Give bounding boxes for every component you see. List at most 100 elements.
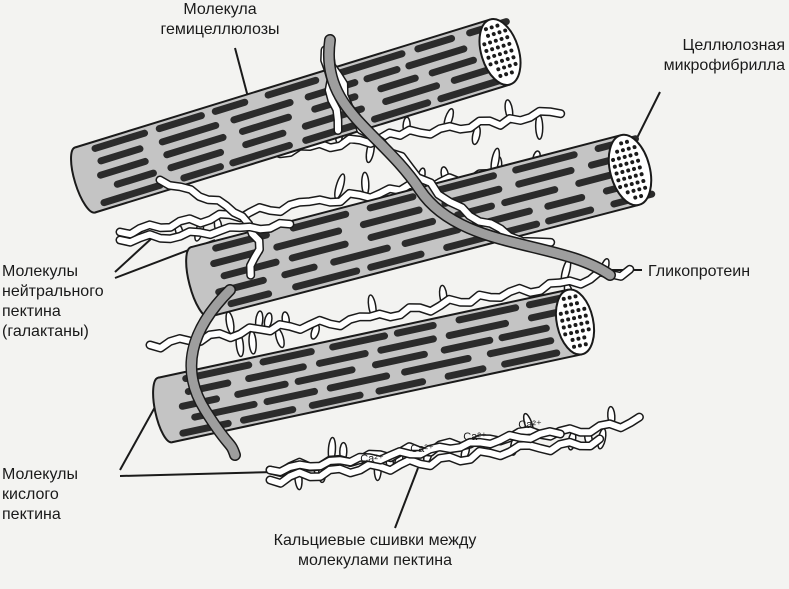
cellulose-microfibril-2-chain [544, 193, 586, 210]
cellulose-microfibril-2-chain-dot [637, 187, 642, 192]
cellulose-microfibril-1-chain-dot [490, 47, 495, 52]
cellulose-microfibril-3-chain-dot [577, 314, 582, 319]
cellulose-microfibril-1-chain-dot [495, 23, 500, 28]
cellulose-microfibril-2-chain-dot [626, 168, 631, 173]
cellulose-microfibril-2-chain [575, 171, 616, 187]
cellulose-microfibril-2-chain-dot [632, 145, 637, 150]
cellulose-microfibril-1-top-edge [74, 18, 491, 149]
cellulose-microfibril-2-chain-dot [636, 158, 641, 163]
cellulose-microfibril-2-chain [330, 244, 391, 266]
cellulose-microfibril-1-chain [371, 99, 432, 123]
cellulose-microfibril-2-chain-dot [639, 172, 644, 177]
neutral-pectin-label-line-2: нейтрального [2, 283, 104, 300]
cellulose-microfibril-3-chain-dot [563, 332, 568, 337]
cellulose-microfibril-1-chain-dot [484, 48, 489, 53]
cellulose-microfibril-2-chain [401, 226, 462, 247]
cellulose-microfibril-2-chain [288, 240, 349, 262]
glycoprotein-strand-core [324, 35, 615, 280]
cellulose-microfibril-3-chain-dot [566, 317, 571, 322]
cellulose-microfibril-1-chain-dot [497, 30, 502, 35]
cellulose-microfibril-3-chain [440, 336, 494, 354]
cellulose-microfibril-1-chain [382, 82, 441, 106]
cellulose-microfibril-2-body [185, 133, 656, 318]
cellulose-microfibril-2-chain-dot [634, 151, 639, 156]
cellulose-microfibril-3-chain [375, 378, 427, 395]
cellulose-microfibril-2-chain-dot [624, 161, 629, 166]
cellulose-microfibril-1-chain-dot [494, 60, 499, 65]
cellulose-microfibril-3-chain-dot [573, 294, 578, 299]
neutral-pectin-strand-front-core [117, 220, 293, 246]
cellulose-microfibril-3-chain-dot [572, 344, 577, 349]
cellulose-microfibril-1-chain [211, 98, 249, 115]
cellulose-microfibril-3-chain-dot [564, 310, 569, 315]
cellulose-microfibril-3-chain [234, 380, 289, 398]
cellulose-microfibril-3-chain-dot [576, 336, 581, 341]
cellulose-microfibril-2-chain-dot [618, 185, 623, 190]
cellulose-microfibril-3-chain [444, 365, 487, 380]
hemicellulose-label-line-1: Молекула [183, 1, 257, 18]
cellulose-microfibril-2-chain [367, 250, 425, 271]
cellulose-microfibril-1-chain-dot [482, 42, 487, 47]
cellulose-microfibril-1-chain [155, 112, 205, 133]
cellulose-microfibril-3-chain-dot [585, 320, 590, 325]
cellulose-microfibril-2-chain-dot [625, 190, 630, 195]
cellulose-microfibril-3-chain [329, 332, 389, 351]
neutral-pectin-label-line-1: Молекулы [2, 263, 78, 280]
acidic-pectin-label-line-1: Молекулы [2, 466, 78, 483]
cellulose-microfibril-2-chain [545, 206, 595, 225]
glycoprotein-strand [322, 34, 616, 281]
cellulose-microfibril-2-chain [292, 267, 361, 291]
cellulose-microfibril-3-chain [455, 304, 520, 324]
cellulose-microfibril-3-chain-dot [563, 303, 568, 308]
acidic-pectin-label-line-3: пектина [2, 506, 61, 523]
cellulose-microfibril-1-chain-dot [504, 72, 509, 77]
cellulose-microfibril-3-chain [245, 363, 307, 383]
cellulose-microfibril-2-chain [227, 290, 273, 308]
cellulose-microfibril-3-chain-dot [582, 335, 587, 340]
cellulose-microfibril-3-chain [239, 406, 297, 424]
cellulose-microfibril-1-chain-dot [509, 70, 514, 75]
hemicellulose-strand-2-core [157, 177, 263, 279]
cellulose-microfibril-3-chain [372, 350, 428, 369]
cellulose-microfibril-3-chain-dot [580, 328, 585, 333]
glycoprotein-label: Гликопротеин [648, 262, 750, 282]
cellulose-microfibril-2-chain-dot [620, 169, 625, 174]
cellulose-microfibril-1-chain-dot [493, 38, 498, 43]
cellulose-microfibril-2-chain-dot [620, 148, 625, 153]
cellulose-microfibril-1-chain [302, 121, 361, 144]
neutral-pectin-strand-branch [248, 330, 257, 355]
cellulose-microfibril-1-chain [414, 34, 456, 53]
cellulose-microfibril-1-chain-dot [507, 41, 512, 46]
acidic-pectin-strand-front-core [267, 428, 564, 475]
cellulose-microfibril-3-chain-dot [574, 329, 579, 334]
cellulose-microfibril-1-chain [97, 157, 149, 179]
calcium-ion-label: Ca²⁺ [518, 419, 542, 431]
cellulose-microfibril-3-chain-dot [576, 308, 581, 313]
cellulose-microfibril-2-chain [359, 206, 423, 229]
cellulose-microfibril-1-cross-section [482, 23, 518, 78]
cellulose-microfibril-3-top-edge [157, 288, 569, 379]
cellulose-microfibril-3-chain [501, 349, 561, 368]
cellulose-microfibril-3-chain-dot [561, 296, 566, 301]
cellulose-microfibril-1-chain-dot [488, 62, 493, 67]
glycoprotein-label-line-1: Гликопротеин [648, 263, 751, 280]
cellulose-microfibril-1-chain-dot [501, 43, 506, 48]
cellulose-microfibril-2-chain-dot [641, 178, 646, 183]
leader-acidic-pectin-2 [119, 471, 276, 477]
neutral-pectin-label-line-3: пектина [2, 303, 61, 320]
cellulose-microfibril-1-chain-dot [513, 61, 518, 66]
calcium-crosslinks-label: Кальциевые сшивки между молекулами пекти… [210, 531, 540, 571]
cellulose-microfibril-1-chain-dot [505, 35, 510, 40]
cellulose-microfibril-3-chain [445, 319, 510, 340]
calcium-label-line-1: Кальциевые сшивки между [273, 532, 477, 549]
hemicellulose-label-line-2: гемицеллюлозы [160, 21, 280, 38]
cellulose-microfibril-1-chain [405, 45, 468, 70]
neutral-pectin-strand [145, 264, 635, 353]
calcium-label-line-2: молекулами пектина [298, 552, 452, 569]
cellulose-microfibril-3-chain-dot [586, 327, 591, 332]
cellulose-microfibril-1-chain [437, 77, 503, 103]
leader-neutral-pectin-1 [114, 237, 153, 273]
cellulose-microfibril-2-chain [435, 172, 498, 194]
cellulose-microfibril-3-chain-dot [579, 321, 584, 326]
